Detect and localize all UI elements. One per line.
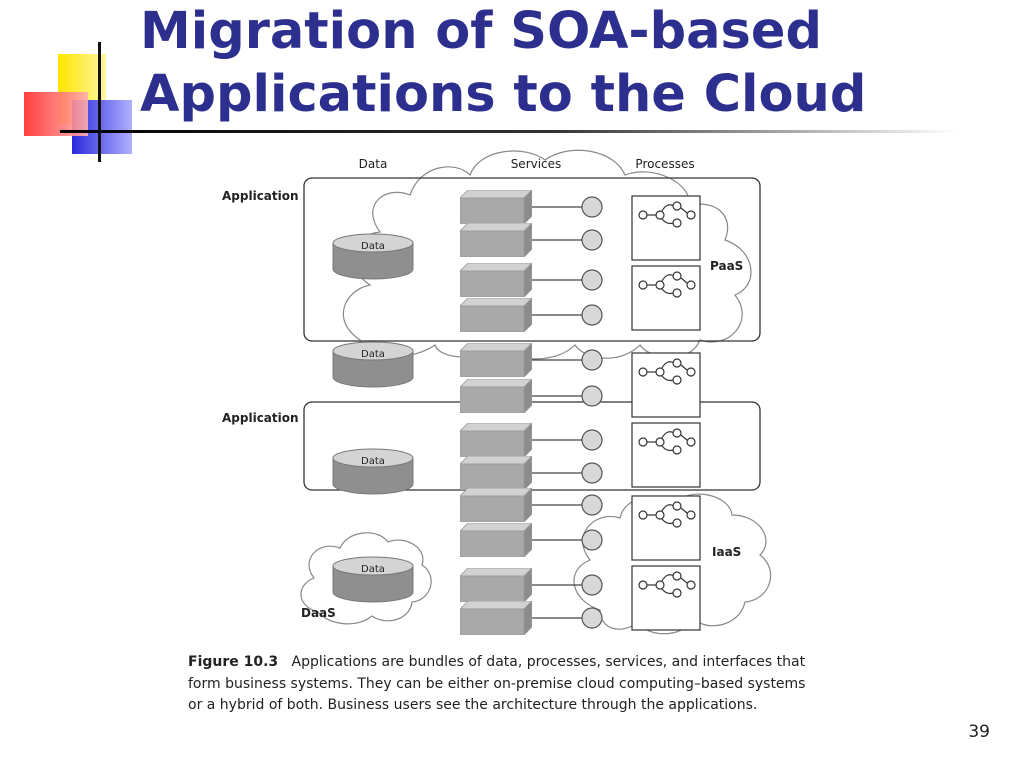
service-interface: [581, 462, 603, 484]
iaas-cloud: [573, 493, 772, 635]
application-box-top: [303, 177, 761, 342]
daas-label: DaaS: [301, 606, 336, 620]
iaas-label: IaaS: [712, 545, 741, 559]
data-store-label: Data: [361, 456, 385, 467]
service-block: [460, 343, 532, 377]
service-block: [460, 190, 532, 224]
service-interface: [581, 529, 603, 551]
service-block: [460, 263, 532, 297]
service-block: [460, 601, 532, 635]
service-interface: [581, 349, 603, 371]
process-box-5: [631, 495, 701, 561]
data-store-4: Data: [332, 556, 414, 603]
header-services: Services: [511, 157, 562, 171]
page-number: 39: [968, 722, 990, 742]
service-interface: [581, 385, 603, 407]
service-block: [460, 456, 532, 490]
decorative-corner-blocks: [24, 42, 132, 162]
process-box-1: [631, 195, 701, 261]
application-label-top: Application: [222, 189, 299, 203]
service-block: [460, 379, 532, 413]
process-box-3: [631, 352, 701, 418]
data-store-3: Data: [332, 448, 414, 495]
header-data: Data: [359, 157, 388, 171]
service-interface: [581, 229, 603, 251]
data-store-2: Data: [332, 341, 414, 388]
data-store-1: Data: [332, 233, 414, 280]
service-interface: [581, 269, 603, 291]
service-block: [460, 223, 532, 257]
application-box-middle: [303, 401, 761, 491]
title-line-2: Applications to the Cloud: [140, 65, 867, 124]
figure-caption: Figure 10.3 Applications are bundles of …: [188, 652, 808, 717]
services-column: [460, 190, 603, 635]
data-store-label: Data: [361, 241, 385, 252]
slide-title: Migration of SOA-based Applications to t…: [140, 0, 1000, 126]
title-line-1: Migration of SOA-based: [140, 2, 822, 61]
service-interface: [581, 574, 603, 596]
service-block: [460, 568, 532, 602]
service-interface: [581, 607, 603, 629]
data-store-label: Data: [361, 349, 385, 360]
paas-label: PaaS: [710, 259, 743, 273]
service-interface: [581, 494, 603, 516]
data-store-label: Data: [361, 564, 385, 575]
process-box-4: [631, 422, 701, 488]
figure-label: Figure 10.3: [188, 654, 279, 670]
caption-text: Applications are bundles of data, proces…: [188, 654, 806, 713]
title-underline: [60, 130, 960, 133]
service-interface: [581, 429, 603, 451]
header-processes: Processes: [635, 157, 694, 171]
service-block: [460, 298, 532, 332]
process-box-6: [631, 565, 701, 631]
service-block: [460, 423, 532, 457]
service-interface: [581, 196, 603, 218]
service-interface: [581, 304, 603, 326]
service-block: [460, 523, 532, 557]
service-block: [460, 488, 532, 522]
application-label-middle: Application: [222, 411, 299, 425]
process-box-2: [631, 265, 701, 331]
